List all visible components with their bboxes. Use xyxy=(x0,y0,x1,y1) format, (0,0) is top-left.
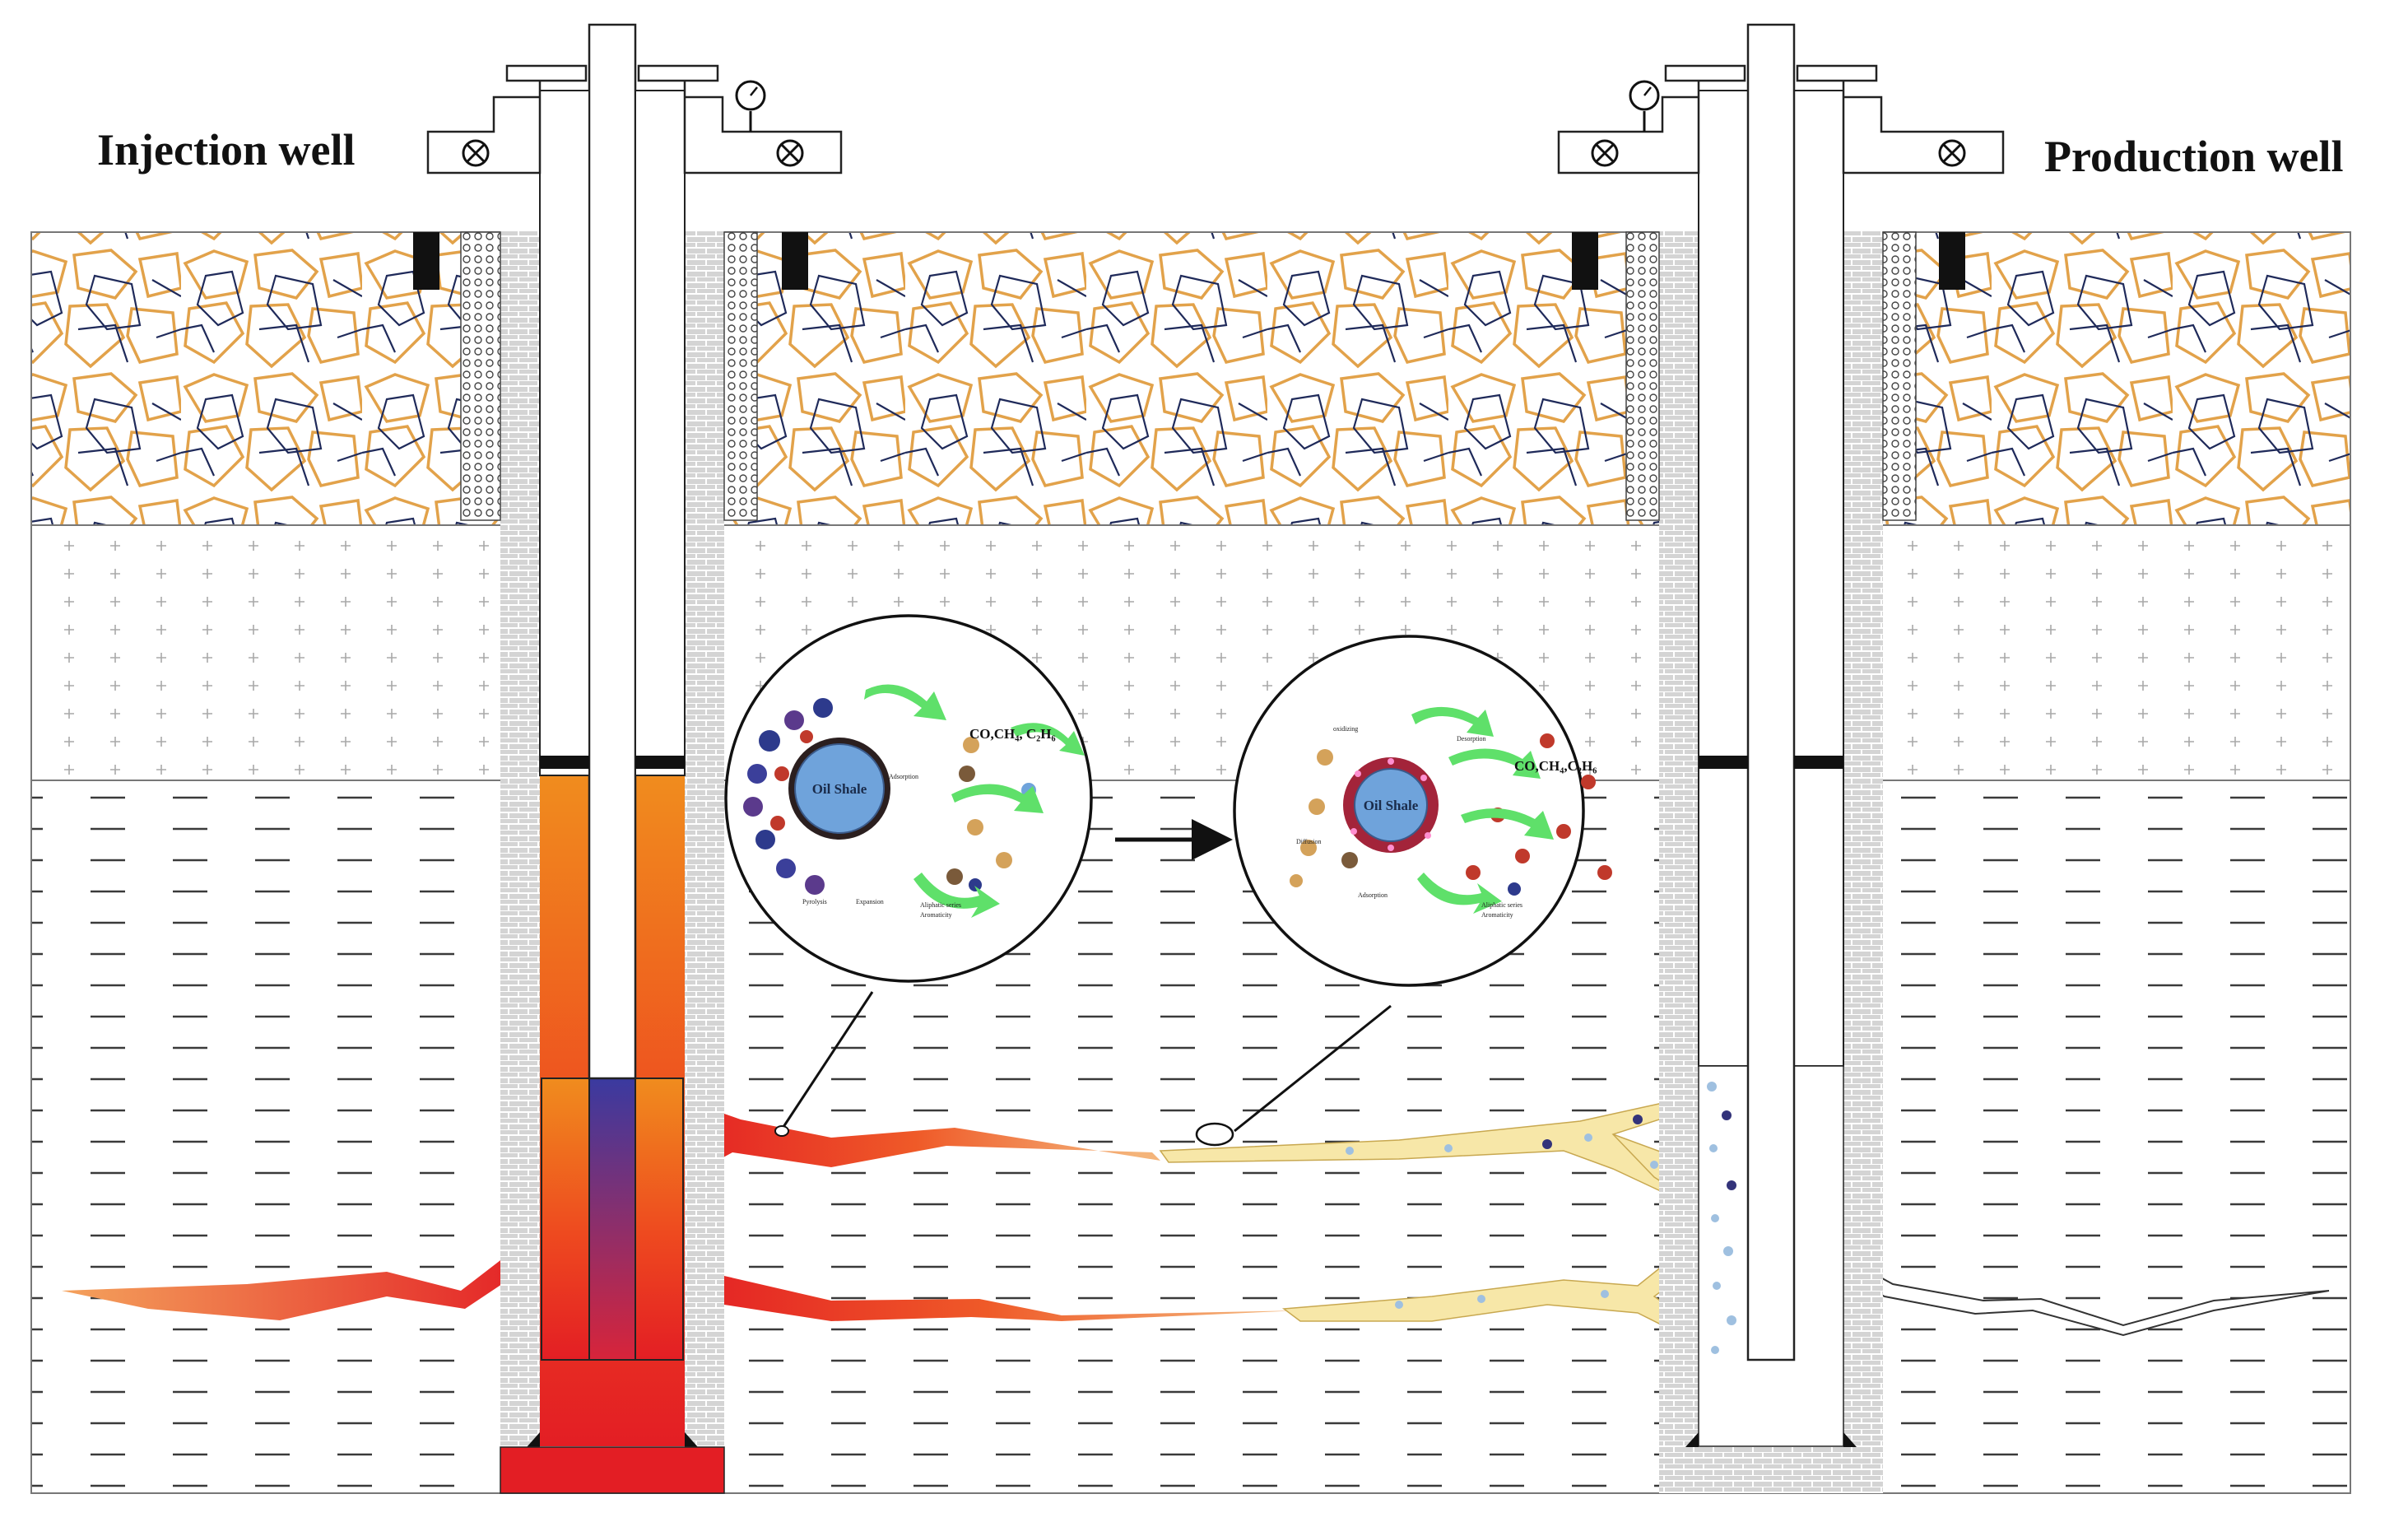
production-packer-right xyxy=(1794,756,1843,769)
production-cement-right xyxy=(1939,232,1965,290)
upper-fracture-hot xyxy=(671,1095,1160,1177)
pressure-gauge-icon xyxy=(735,80,766,132)
product-fractures xyxy=(1159,1102,2330,1338)
annotation-aliphatic-left: Aliphatic series xyxy=(920,901,961,909)
production-shoe-right xyxy=(1843,1432,1857,1447)
valve-icon[interactable] xyxy=(462,139,490,167)
annotation-aliphatic-right: Aliphatic series xyxy=(1481,901,1522,909)
annotation-aromaticity-right: Aromaticity xyxy=(1481,911,1513,919)
annotation-aromaticity-left: Aromaticity xyxy=(920,911,952,919)
flow-arrows-left xyxy=(864,684,1085,918)
lower-fracture-hot xyxy=(675,1258,1300,1321)
callout-lines xyxy=(774,991,1392,1147)
production-gravel-pack-left xyxy=(1625,231,1660,521)
production-well xyxy=(1557,23,2005,1493)
injection-flowline-left xyxy=(426,81,542,175)
injection-tubing xyxy=(588,23,637,1080)
injection-shoe-right xyxy=(685,1432,698,1447)
upper-sand-layer xyxy=(30,524,2351,781)
valve-icon[interactable] xyxy=(1591,139,1619,167)
injection-annulus-right xyxy=(635,90,686,776)
oil-shale-label-right: Oil Shale xyxy=(1364,798,1419,813)
right-fracture-empty xyxy=(1842,1258,2330,1337)
production-shoe-left xyxy=(1685,1432,1699,1447)
annotation-expansion: Expansion xyxy=(856,898,884,905)
product-particles xyxy=(1346,1115,1675,1313)
production-annulus-left xyxy=(1698,90,1749,1067)
valve-icon[interactable] xyxy=(776,139,804,167)
valve-icon[interactable] xyxy=(1938,139,1966,167)
injection-well xyxy=(413,23,843,1494)
production-annulus-right xyxy=(1793,90,1844,1067)
zoom-bubble-right: Oil Shale CO,CH₄,C₂H₆ oxidizing Diffusio… xyxy=(1233,635,1612,987)
annotation-adsorption-right: Adsorption xyxy=(1358,891,1388,899)
production-well-label: Production well xyxy=(2044,132,2344,181)
pore-dots-right xyxy=(1350,758,1431,851)
production-flange-right xyxy=(1796,64,1878,82)
injection-casing-left xyxy=(500,230,540,1493)
molecule-cluster-left xyxy=(743,698,1036,895)
annotation-diffusion: Diffusion xyxy=(1296,838,1322,845)
production-bottom xyxy=(1659,1447,1883,1493)
injection-gravel-pack-left xyxy=(460,231,501,521)
pressure-gauge-icon xyxy=(1629,80,1660,132)
annotation-oxidizing: oxidizing xyxy=(1333,725,1358,733)
zoom-bubble-left: Oil Shale CO,CH₄, C₂H₆ Pyrolysis Aliphat… xyxy=(724,614,1093,983)
left-fracture xyxy=(62,1241,543,1320)
production-cement-left xyxy=(1572,232,1598,290)
production-flowline-left xyxy=(1557,81,1700,175)
annotation-desorption: Desorption xyxy=(1457,735,1486,742)
injection-packer-left xyxy=(540,756,589,769)
oil-shale-particle-left xyxy=(794,743,885,834)
annotation-pyrolysis: Pyrolysis xyxy=(802,898,827,905)
injection-gravel-pack-right xyxy=(723,231,758,521)
production-gravel-pack-right xyxy=(1882,231,1917,521)
annotation-adsorption-left: Adsorption xyxy=(889,773,918,780)
gas-products-label-left: CO,CH₄, C₂H₆ xyxy=(969,726,1056,742)
injection-flange-left xyxy=(505,64,588,82)
production-casing-right xyxy=(1843,230,1883,1493)
injection-packer-right xyxy=(635,756,685,769)
production-flange-left xyxy=(1664,64,1746,82)
injection-flange-right xyxy=(637,64,719,82)
gas-products-label-right: CO,CH₄,C₂H₆ xyxy=(1514,758,1597,774)
flow-arrows-right xyxy=(1411,706,1554,914)
injection-shoe-left xyxy=(527,1432,540,1447)
injection-inner-tube xyxy=(588,1078,636,1361)
injection-annulus-left xyxy=(539,90,590,776)
oil-shale-particle-right xyxy=(1354,768,1428,842)
caprock-layer xyxy=(30,231,2351,526)
injection-well-label: Injection well xyxy=(97,125,355,175)
injection-casing-right xyxy=(685,230,724,1493)
production-tubing xyxy=(1746,23,1796,1361)
injection-cement-right xyxy=(782,232,808,290)
production-casing-left xyxy=(1659,230,1699,1493)
injection-bottom xyxy=(500,1446,725,1494)
oil-shale-reservoir-layer xyxy=(30,780,2351,1494)
production-packer-left xyxy=(1699,756,1748,769)
production-flowline-right xyxy=(1842,81,2005,175)
injection-cement-left xyxy=(413,232,439,290)
oil-shale-label-left: Oil Shale xyxy=(812,781,867,797)
production-fluid-particles xyxy=(1707,1082,1736,1354)
